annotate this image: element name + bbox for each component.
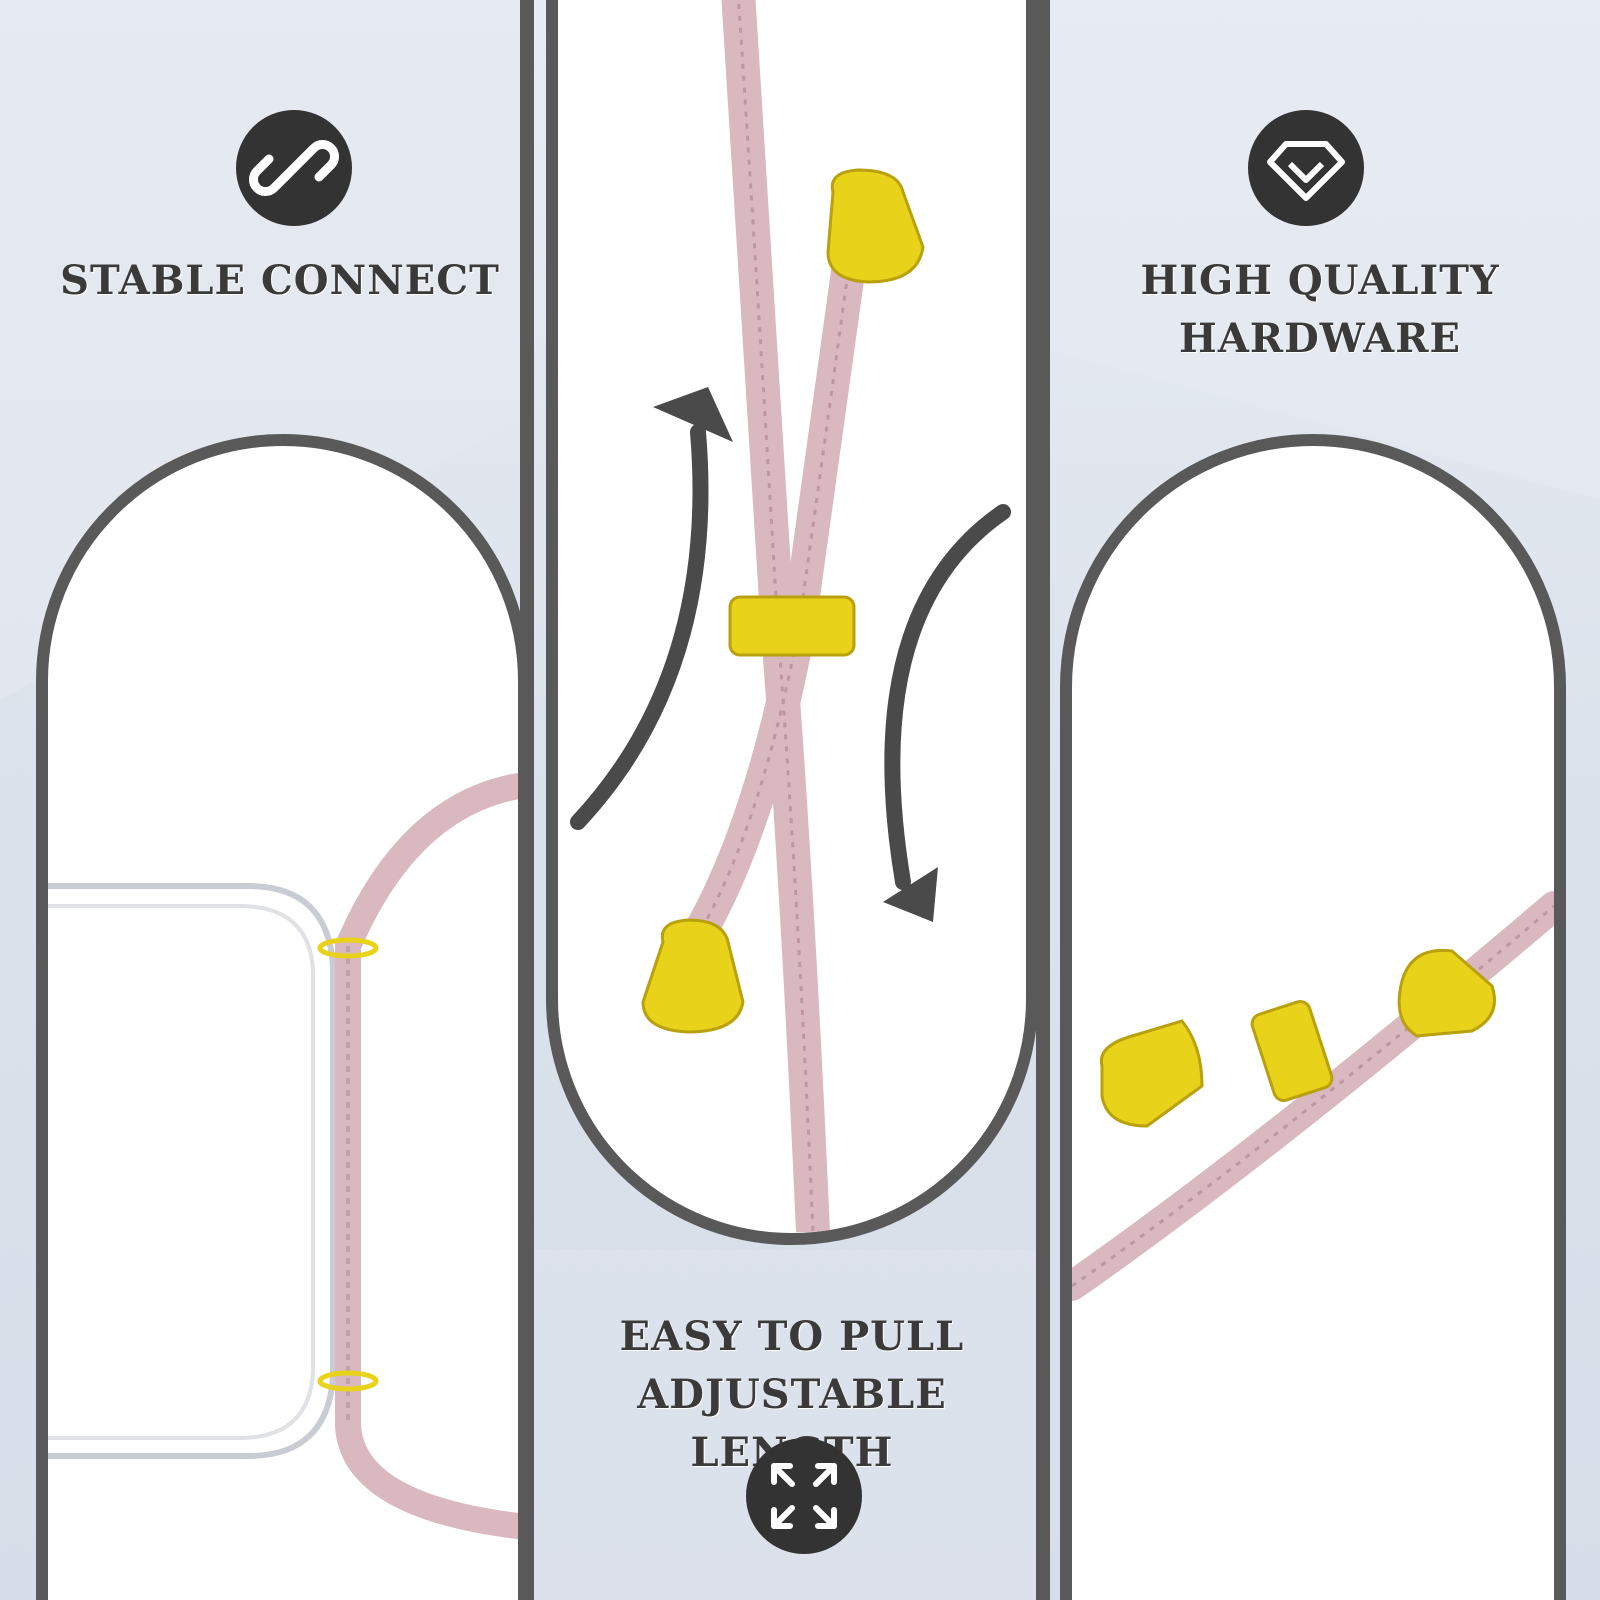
stable-connect-title: STABLE CONNECT [60,257,500,304]
phone-case-illustration [48,773,518,1539]
hardware-illustration [1072,891,1554,1301]
hardware-detail-panel [1060,434,1566,1600]
expand-arrows-icon-badge [746,1438,862,1554]
cord-slider-illustration [570,0,1011,1232]
diamond-icon-badge [1248,110,1364,226]
divider-right [1036,0,1050,1600]
link-icon [249,140,339,196]
adjustable-cord-panel [546,0,1038,1245]
hardware-title: HARDWARE [1179,315,1461,362]
easy-to-pull-title: EASY TO PULL [619,1313,965,1360]
expand-arrows-icon [771,1463,837,1529]
phone-case-panel [36,434,530,1600]
diamond-icon [1267,141,1345,201]
high-quality-title: HIGH QUALITY [1140,257,1500,304]
link-icon-badge [236,110,352,226]
